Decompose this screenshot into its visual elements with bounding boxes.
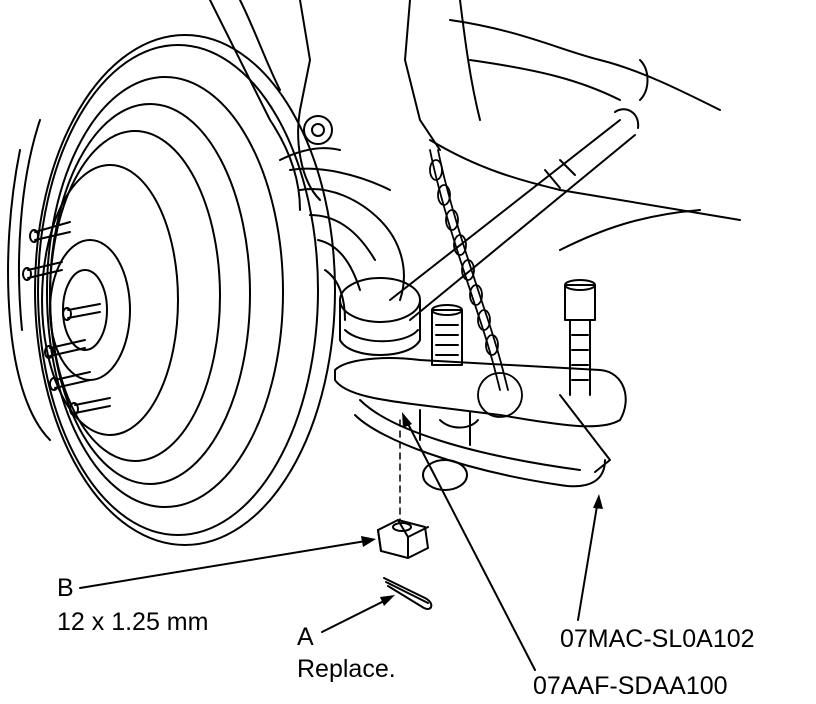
leader-a <box>321 597 391 633</box>
leader-tool-2 <box>404 417 536 671</box>
cotter-pin <box>383 577 433 610</box>
castle-nut <box>377 519 429 559</box>
brake-rotor <box>7 34 336 546</box>
arrowheads <box>361 412 603 606</box>
callout-tool-2: 07AAF-SDAA100 <box>533 672 728 700</box>
ball-joint-tool-handle <box>339 108 640 356</box>
tool-body <box>334 357 627 491</box>
arrowhead-tool-1 <box>593 494 603 509</box>
arrowhead-a <box>380 595 395 606</box>
leader-b <box>79 539 373 589</box>
callout-b-letter: B <box>57 574 74 602</box>
callout-a-text: Replace. <box>297 655 396 683</box>
knuckle-body <box>209 0 741 251</box>
arrowhead-b <box>361 536 376 547</box>
callout-a-letter: A <box>297 623 314 651</box>
callout-b-text: 12 x 1.25 mm <box>57 608 209 636</box>
leader-tool-1 <box>577 499 599 621</box>
tool-bolt <box>564 279 596 396</box>
cv-boot <box>299 188 405 321</box>
callout-tool-1: 07MAC-SL0A102 <box>560 625 755 653</box>
ball-joint-stud <box>431 304 463 366</box>
arrowhead-tool-2 <box>402 412 412 428</box>
leader-lines <box>79 417 599 671</box>
wheel-studs <box>22 221 111 416</box>
retaining-chain <box>429 149 523 418</box>
